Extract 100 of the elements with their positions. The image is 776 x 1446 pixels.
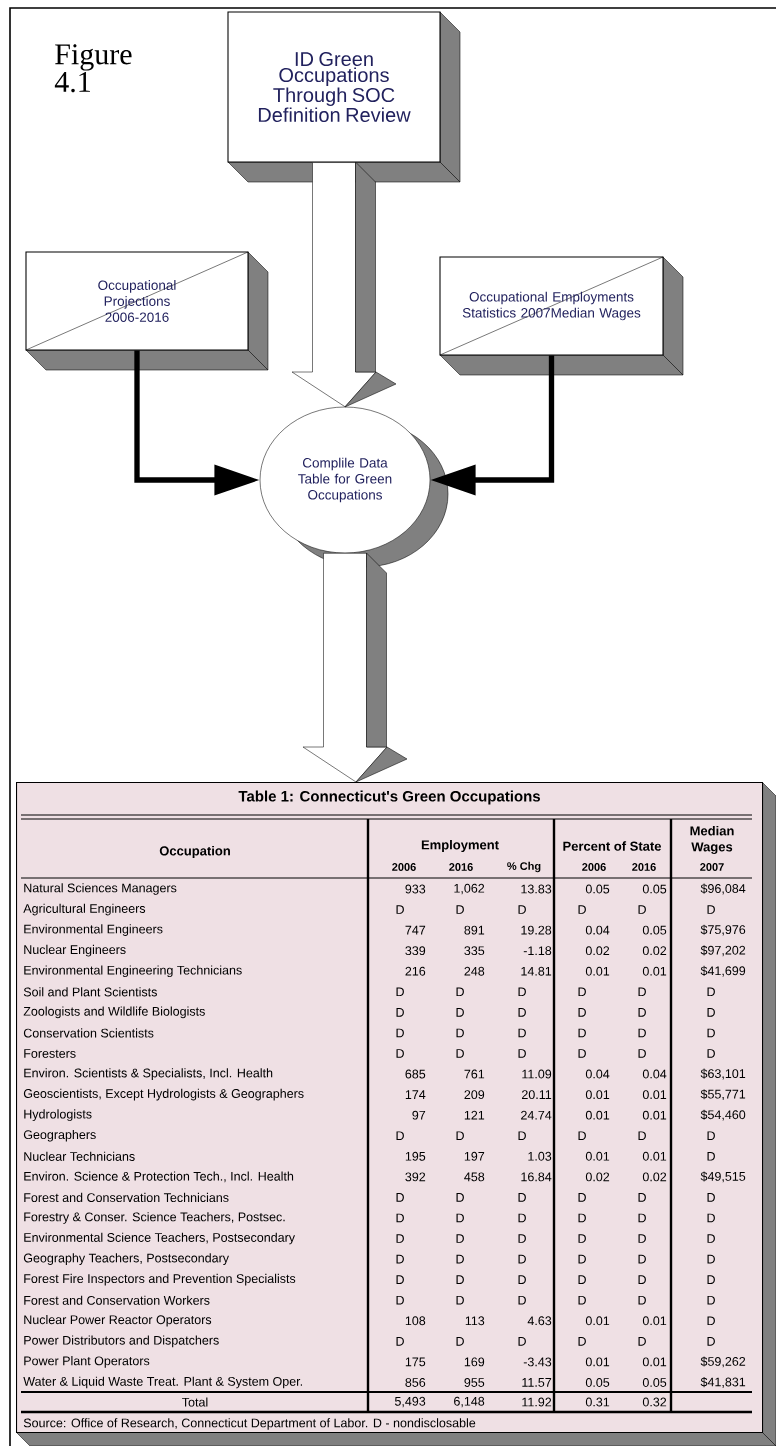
table-value: 0.01 <box>642 1357 667 1367</box>
table-value: D <box>456 1049 464 1058</box>
table-value: D <box>638 1213 646 1223</box>
table-value: D <box>578 1234 586 1243</box>
table-value: -3.43 <box>523 1357 552 1367</box>
table-value: D <box>707 1295 715 1305</box>
table-value: D <box>638 1254 646 1264</box>
table-value: 0.01 <box>585 1357 610 1367</box>
table-value: 19.28 <box>521 925 552 935</box>
table-value: 0.05 <box>642 925 667 935</box>
table-value: 0.05 <box>585 1378 610 1387</box>
table-value: D <box>396 1213 404 1223</box>
figure-title: Figure 4.1 <box>54 44 132 93</box>
column-header: Occupation <box>159 845 230 859</box>
table-value: 108 <box>405 1316 426 1326</box>
table-value: D <box>707 905 715 914</box>
table-value: D <box>638 1234 646 1243</box>
table-value: 197 <box>464 1151 485 1161</box>
table-value: 175 <box>405 1357 426 1367</box>
table-value: D <box>518 1295 526 1305</box>
table-value: $41,699 <box>700 965 746 977</box>
occupation-name: Environmental Science Teachers, Postsecondary <box>24 1232 295 1245</box>
table-value: 1,062 <box>454 883 485 895</box>
table-value: D <box>456 1337 464 1346</box>
table-value: D <box>456 1295 464 1305</box>
table-value: 113 <box>465 1316 485 1326</box>
table-value: 747 <box>405 925 426 935</box>
table-value: D <box>518 1028 526 1038</box>
occupation-name: Geographers <box>23 1129 96 1142</box>
table-value: D <box>456 1131 464 1141</box>
table-value: 248 <box>464 966 485 976</box>
table-value: D <box>518 1008 526 1017</box>
table-value: 933 <box>405 884 426 894</box>
occupation-name: Forestry & Conser. Science Teachers, Postsec. <box>24 1212 285 1224</box>
occupation-name: Agricultural Engineers <box>23 903 146 916</box>
table-value: D <box>707 1028 715 1038</box>
column-header: Percent of State <box>563 841 662 851</box>
table-value: 11.09 <box>522 1069 552 1079</box>
occupation-name: Nuclear Technicians <box>24 1151 135 1161</box>
table-value: 0.04 <box>642 1069 667 1079</box>
occupation-name: Nuclear Power Reactor Operators <box>24 1314 212 1327</box>
occupation-name: Forest and Conservation Technicians <box>24 1192 229 1202</box>
table-value: D <box>456 1193 464 1202</box>
occupation-name: Forest and Conservation Workers <box>24 1295 210 1305</box>
table-value: D <box>707 1213 715 1223</box>
table-value: 0.04 <box>585 925 610 935</box>
table-value: D <box>707 1008 715 1017</box>
block-arrow <box>302 552 408 783</box>
table-value: D <box>578 1337 586 1346</box>
table-value: D <box>456 1275 464 1284</box>
table-value: D <box>396 1028 404 1038</box>
table-value: D <box>396 905 404 914</box>
occupation-name: Hydrologists <box>24 1109 92 1121</box>
table-value: D <box>456 1213 464 1223</box>
table-value: D <box>396 1234 404 1243</box>
table-value: 0.04 <box>585 1069 610 1079</box>
table-value: $96,084 <box>700 883 746 895</box>
table-value: D <box>707 1152 715 1161</box>
table-value: 0.01 <box>585 1316 610 1326</box>
table-value: D <box>456 1254 464 1264</box>
table-value: D <box>707 1234 715 1243</box>
table-value: $59,262 <box>700 1356 746 1368</box>
table-value: $41,831 <box>700 1377 746 1388</box>
table-value: 891 <box>464 925 485 935</box>
table-value: D <box>638 1008 646 1017</box>
table-value: D <box>707 1316 715 1326</box>
table-value: D <box>638 1028 646 1038</box>
table-value: D <box>396 987 404 997</box>
column-header: Employment <box>421 839 499 853</box>
occupation-name: Environmental Engineering Technicians <box>24 965 242 978</box>
table-value: D <box>578 1049 586 1058</box>
column-header: 2016 <box>449 863 473 871</box>
table-value: 955 <box>464 1378 485 1387</box>
table-value: 0.01 <box>585 1090 610 1100</box>
table-value: 195 <box>405 1151 426 1161</box>
table-value: 169 <box>464 1357 485 1367</box>
table-value: 174 <box>405 1090 426 1099</box>
table-value: 0.02 <box>642 946 667 956</box>
table-value: D <box>707 987 715 997</box>
data-source-box: Occupational Employments Statistics 2007Median Wages <box>439 256 684 376</box>
table-value: D <box>638 1275 646 1284</box>
table-value: 0.01 <box>585 1151 610 1161</box>
table-value: D <box>518 1213 526 1223</box>
table-value: 0.02 <box>642 1172 667 1182</box>
table-value: D <box>578 905 586 914</box>
table-value: D <box>518 987 526 997</box>
table-value: 0.01 <box>642 966 667 976</box>
table-value: D <box>456 1008 464 1017</box>
table-value: D <box>456 1234 464 1243</box>
occupation-name: Water & Liquid Waste Treat. Plant & System Oper. <box>23 1376 302 1389</box>
table-value: 685 <box>405 1069 426 1079</box>
table-value: $97,202 <box>700 945 746 957</box>
table-value: D <box>396 1254 404 1264</box>
data-source-box: Occupational Projections 2006-2016 <box>25 251 269 371</box>
table-value: D <box>638 1131 646 1141</box>
table-value: D <box>518 1234 526 1243</box>
table-value: 6,148 <box>454 1396 485 1408</box>
table-value: $55,771 <box>700 1089 746 1101</box>
occupation-name: Soil and Plant Scientists <box>23 987 157 997</box>
table-value: 0.32 <box>642 1397 667 1407</box>
